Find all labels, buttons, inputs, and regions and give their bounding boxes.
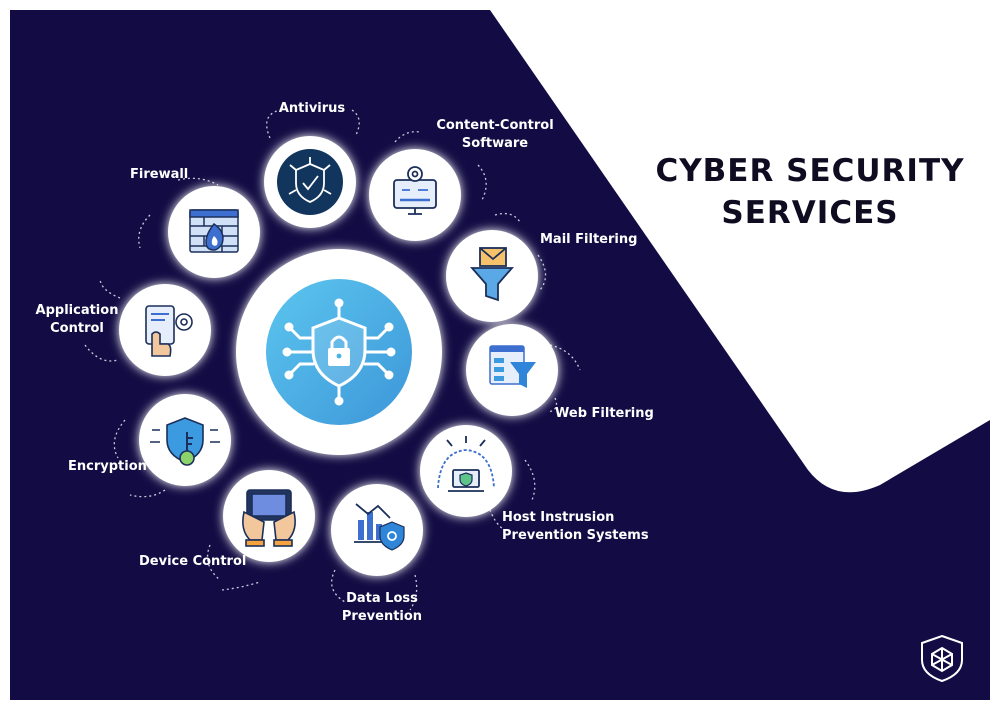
node-host-intrusion — [420, 425, 512, 517]
chart-shield-gear-icon — [354, 503, 405, 551]
title-line-1: CYBER SECURITY — [655, 153, 965, 189]
node-antivirus — [264, 136, 356, 228]
label-encryption: Encryption — [68, 459, 147, 474]
white-diagonal-panel — [490, 10, 990, 493]
browser-firewall-icon — [189, 209, 239, 253]
dotted-arcs — [84, 109, 581, 611]
node-content-control — [369, 149, 461, 241]
label-mail-filtering: Mail Filtering — [540, 232, 638, 247]
shield-key-icon — [150, 417, 220, 466]
shield-lock-circuit-icon — [282, 298, 396, 406]
node-encryption — [139, 394, 231, 486]
node-data-loss — [331, 484, 423, 576]
label-antivirus: Antivirus — [278, 101, 346, 116]
monitor-gear-icon — [393, 166, 437, 215]
envelope-funnel-icon — [470, 247, 514, 302]
hand-app-gear-icon — [145, 305, 193, 357]
node-device-control — [223, 470, 315, 562]
laptop-shield-icon — [437, 436, 495, 492]
title-line-2: SERVICES — [721, 195, 899, 231]
label-host-intrusion: Host Instrusion Prevention Systems — [502, 510, 649, 543]
label-web-filtering: Web Filtering — [555, 406, 654, 421]
virus-shield-icon — [288, 157, 332, 203]
node-application-control — [119, 284, 211, 376]
label-content-control: Content-Control Software — [436, 118, 554, 151]
label-data-loss: Data Loss Prevention — [341, 591, 423, 624]
hub — [236, 249, 442, 455]
node-firewall — [168, 186, 260, 278]
label-device-control: Device Control — [139, 554, 247, 569]
node-mail-filtering — [446, 230, 538, 322]
node-web-filtering — [466, 324, 558, 416]
page-title: CYBER SECURITY SERVICES — [640, 150, 980, 234]
label-firewall: Firewall — [130, 167, 189, 182]
shield-logo-icon — [921, 634, 963, 683]
label-application-control: Application Control — [35, 303, 119, 336]
webpage-funnel-icon — [489, 345, 536, 388]
hands-tablet-icon — [242, 489, 296, 547]
